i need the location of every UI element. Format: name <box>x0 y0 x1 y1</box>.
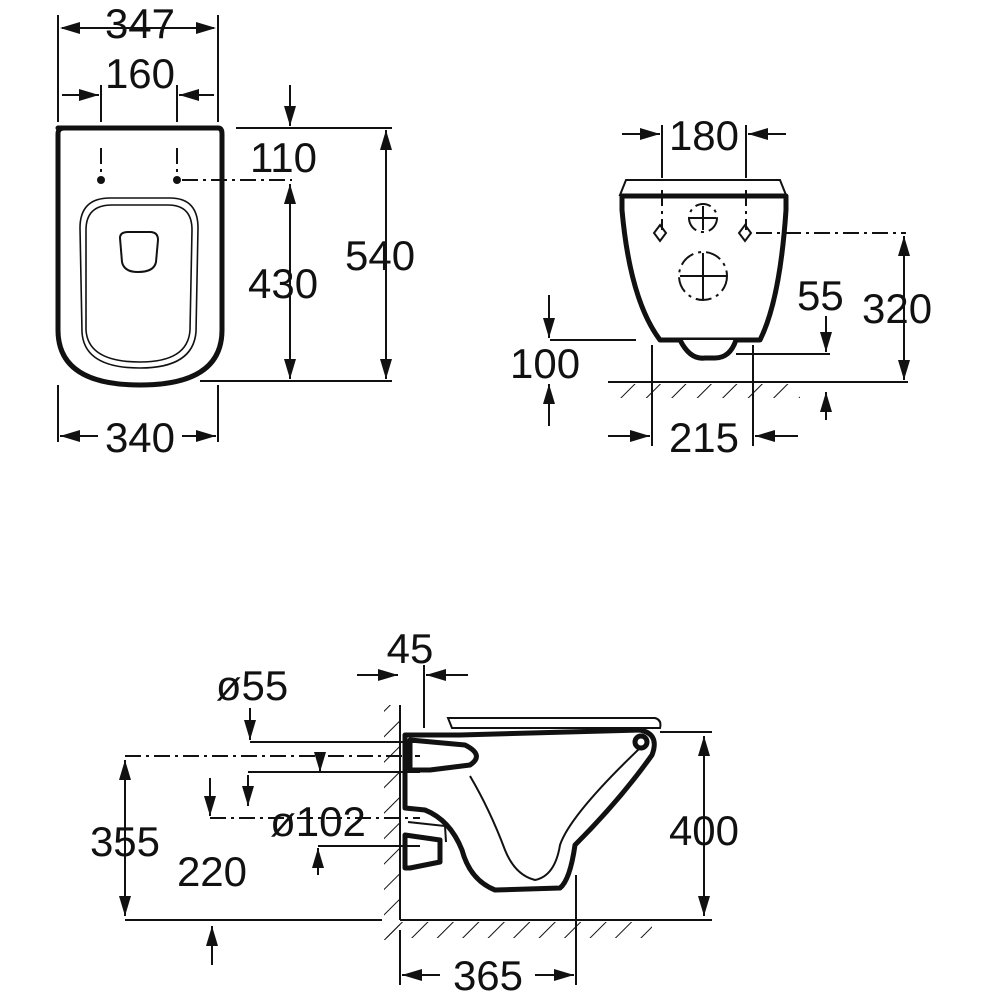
top-view-seat-opening <box>85 204 193 363</box>
side-outlet-diameter-label: ø102 <box>270 798 366 845</box>
rear-view-seat <box>618 179 788 196</box>
rear-view-inlet <box>688 203 718 233</box>
side-view-bowl <box>402 727 657 893</box>
rear-outlet-offset-label: 55 <box>797 272 844 319</box>
side-outlet-height-label: 220 <box>177 848 247 895</box>
top-view-fixing-right <box>173 176 181 184</box>
rear-fixing-height-label: 320 <box>862 285 932 332</box>
top-view: 347 160 110 430 540 340 <box>55 0 415 461</box>
side-rim-height-label: 400 <box>669 807 739 854</box>
top-overall-length-label: 540 <box>345 232 415 279</box>
rear-floor-clearance-label: 100 <box>510 340 580 387</box>
rear-view: 180 320 55 100 215 <box>510 112 932 461</box>
side-inlet-diameter-label: ø55 <box>216 662 288 709</box>
top-view-flush-opening <box>118 231 160 274</box>
top-fixing-spacing-label: 160 <box>105 50 175 97</box>
rear-base-width-label: 215 <box>669 414 739 461</box>
top-view-fixing-left <box>97 176 105 184</box>
rear-view-fixing-right <box>737 223 753 243</box>
top-overall-width-label: 347 <box>105 0 175 47</box>
top-view-bowl-outline <box>55 125 225 388</box>
rear-fixing-spacing-label: 180 <box>669 112 739 159</box>
side-wall-projection-label: 45 <box>387 625 434 672</box>
side-view-seat <box>446 717 662 729</box>
rear-view-fixing-left <box>652 223 668 243</box>
top-bowl-width-label: 340 <box>105 414 175 461</box>
side-outlet-to-front-label: 365 <box>453 952 523 999</box>
rear-view-outlet <box>678 251 728 301</box>
side-inlet-height-label: 355 <box>90 818 160 865</box>
side-view: 45 ø55 ø102 355 220 400 365 <box>90 625 739 999</box>
top-fixing-to-front-label: 430 <box>248 260 318 307</box>
top-fixing-from-back-label: 110 <box>250 134 317 181</box>
